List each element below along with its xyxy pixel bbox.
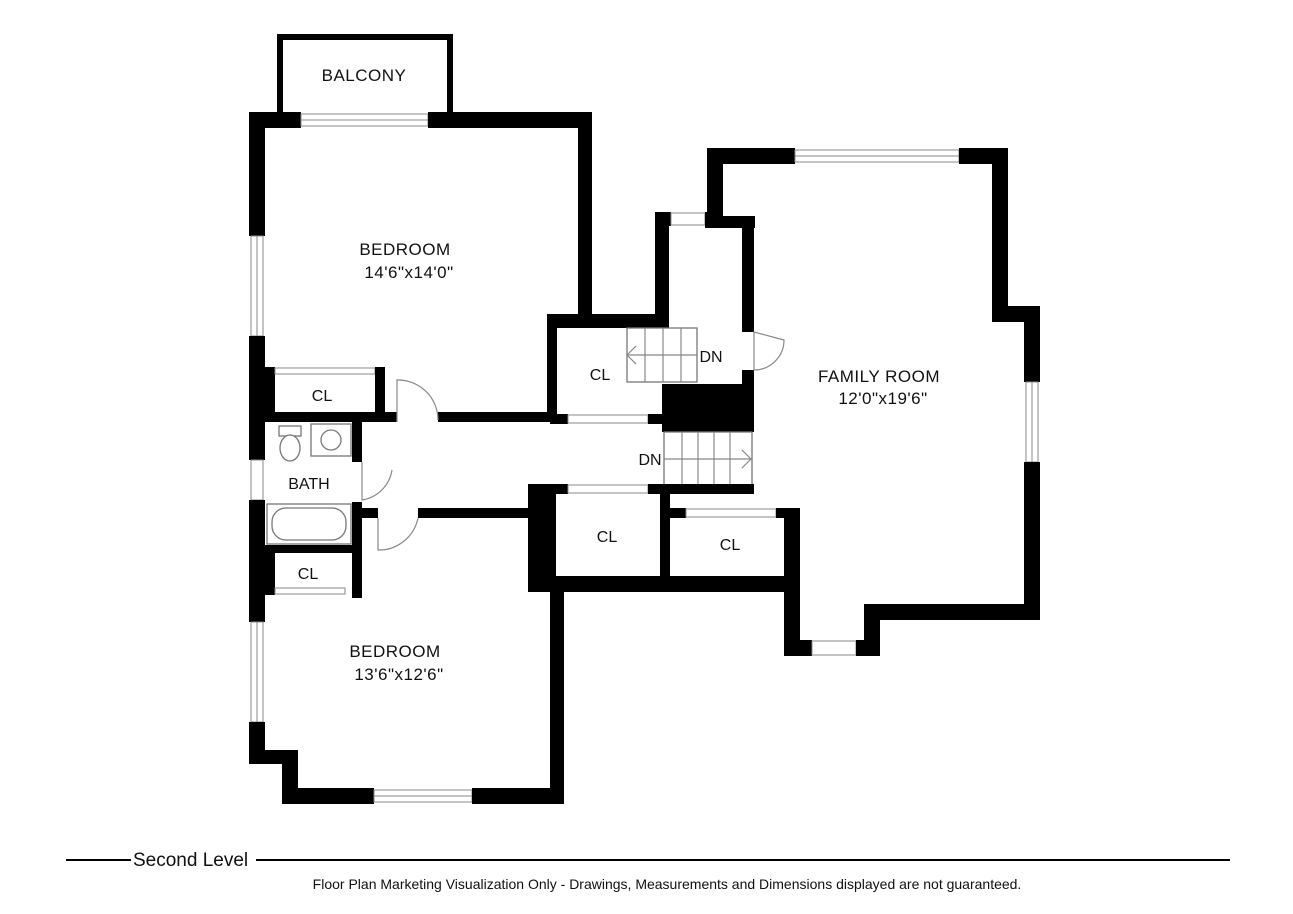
lower-stairs-label: DN bbox=[638, 452, 661, 469]
family-room-size: 12'0"x19'6" bbox=[838, 389, 927, 408]
bedroom-bottom-walls bbox=[249, 590, 564, 804]
family-room-walls bbox=[707, 148, 1040, 656]
bath-walls bbox=[249, 412, 550, 622]
disclaimer-text: Floor Plan Marketing Visualization Only … bbox=[313, 876, 1022, 892]
level-title: Second Level bbox=[133, 850, 248, 871]
balcony bbox=[277, 34, 453, 114]
bedroom-bottom-size: 13'6"x12'6" bbox=[354, 665, 443, 684]
closet-hall-left-label: CL bbox=[597, 529, 618, 546]
balcony-label: BALCONY bbox=[322, 66, 407, 85]
bedroom-top-walls bbox=[249, 112, 592, 426]
bedroom-top-door bbox=[396, 379, 439, 422]
bedroom-bottom-label: BEDROOM bbox=[349, 642, 440, 661]
family-room-label: FAMILY ROOM bbox=[818, 367, 940, 386]
closet-bed2-label: CL bbox=[298, 566, 319, 583]
toilet-icon bbox=[278, 425, 302, 462]
bedroom-top-size: 14'6"x14'0" bbox=[364, 263, 453, 282]
bath-label: BATH bbox=[288, 476, 329, 493]
closet-stair-label: CL bbox=[590, 367, 611, 384]
sink-icon bbox=[310, 423, 352, 457]
bathtub-icon bbox=[266, 503, 352, 545]
lower-stairs bbox=[663, 431, 753, 487]
upper-stairs bbox=[626, 327, 698, 383]
hall-closet-walls bbox=[528, 484, 800, 592]
closet-bed1-label: CL bbox=[312, 388, 333, 405]
bedroom-top-label: BEDROOM bbox=[359, 240, 450, 259]
closet-hall-right-label: CL bbox=[720, 537, 741, 554]
upper-stairs-label: DN bbox=[699, 349, 722, 366]
stair-area-walls bbox=[547, 212, 755, 432]
bedroom-bottom-door bbox=[377, 517, 419, 551]
